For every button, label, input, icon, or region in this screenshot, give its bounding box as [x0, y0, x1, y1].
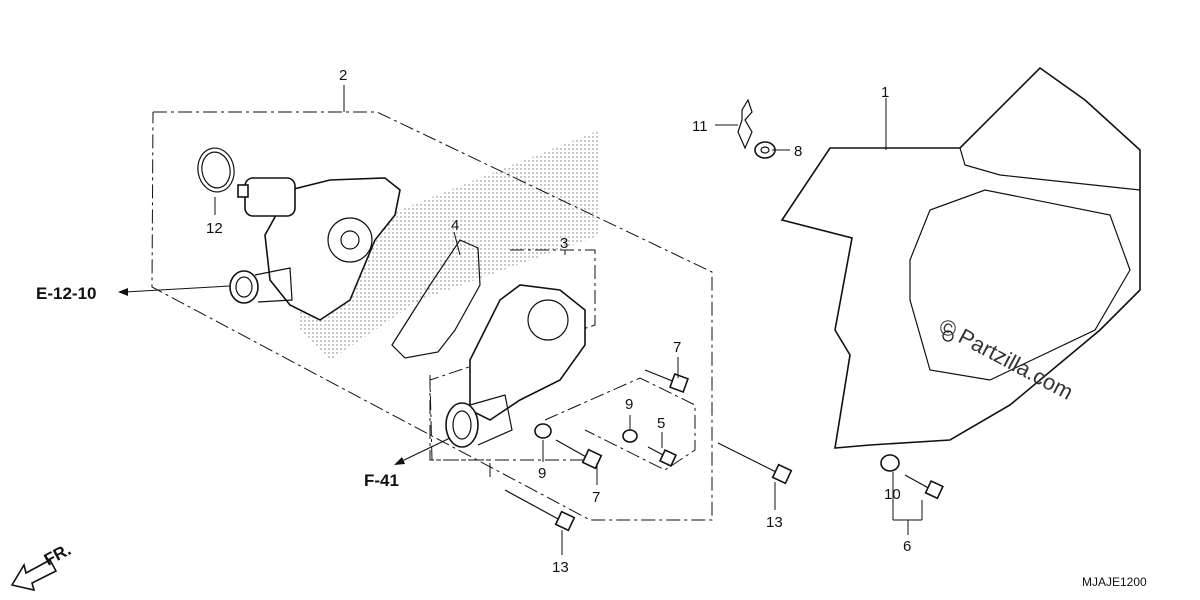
washer-9-lower	[534, 423, 552, 439]
washer-10	[880, 454, 900, 472]
callout-13-upper: 13	[766, 514, 783, 531]
bolt-6	[904, 474, 944, 500]
bolt-5	[647, 446, 678, 468]
bolt-group-boundary	[544, 377, 696, 471]
cover-1	[780, 66, 1141, 449]
gasket-4	[391, 239, 481, 359]
callout-6: 6	[903, 538, 911, 555]
o-ring-12	[197, 147, 235, 193]
bolt-13-upper	[717, 442, 793, 485]
bolt-7-upper	[644, 369, 689, 393]
callout-1: 1	[881, 84, 889, 101]
callout-10: 10	[884, 486, 901, 503]
pump-cover-3	[445, 284, 586, 448]
bolt-7-lower	[555, 439, 603, 470]
bolt-13-lower	[504, 489, 576, 532]
clip-11	[737, 98, 753, 150]
callout-9-upper: 9	[625, 396, 633, 413]
water-pump-assembly	[229, 177, 401, 321]
callout-12: 12	[206, 220, 223, 237]
leader-lines	[118, 85, 923, 555]
front-arrow-icon	[10, 558, 58, 592]
diagram-code: MJAJE1200	[1082, 575, 1147, 589]
callout-7-lower: 7	[592, 489, 600, 506]
callout-5: 5	[657, 415, 665, 432]
assembly-2-boundary	[151, 111, 713, 521]
callout-4: 4	[451, 217, 459, 234]
ref-f-41: F-41	[364, 471, 399, 490]
callout-2: 2	[339, 67, 347, 84]
callout-7-upper: 7	[673, 339, 681, 356]
stipple-shading	[300, 130, 600, 360]
callout-13-lower: 13	[552, 559, 569, 576]
callout-8: 8	[794, 143, 802, 160]
callout-3: 3	[560, 235, 568, 252]
callout-9-lower: 9	[538, 465, 546, 482]
assembly-6-boundary	[429, 375, 600, 461]
washer-9-upper	[622, 429, 638, 443]
front-direction-indicator: FR.	[10, 540, 74, 592]
callout-11: 11	[692, 118, 708, 135]
ref-e-12-10: E-12-10	[36, 284, 96, 303]
